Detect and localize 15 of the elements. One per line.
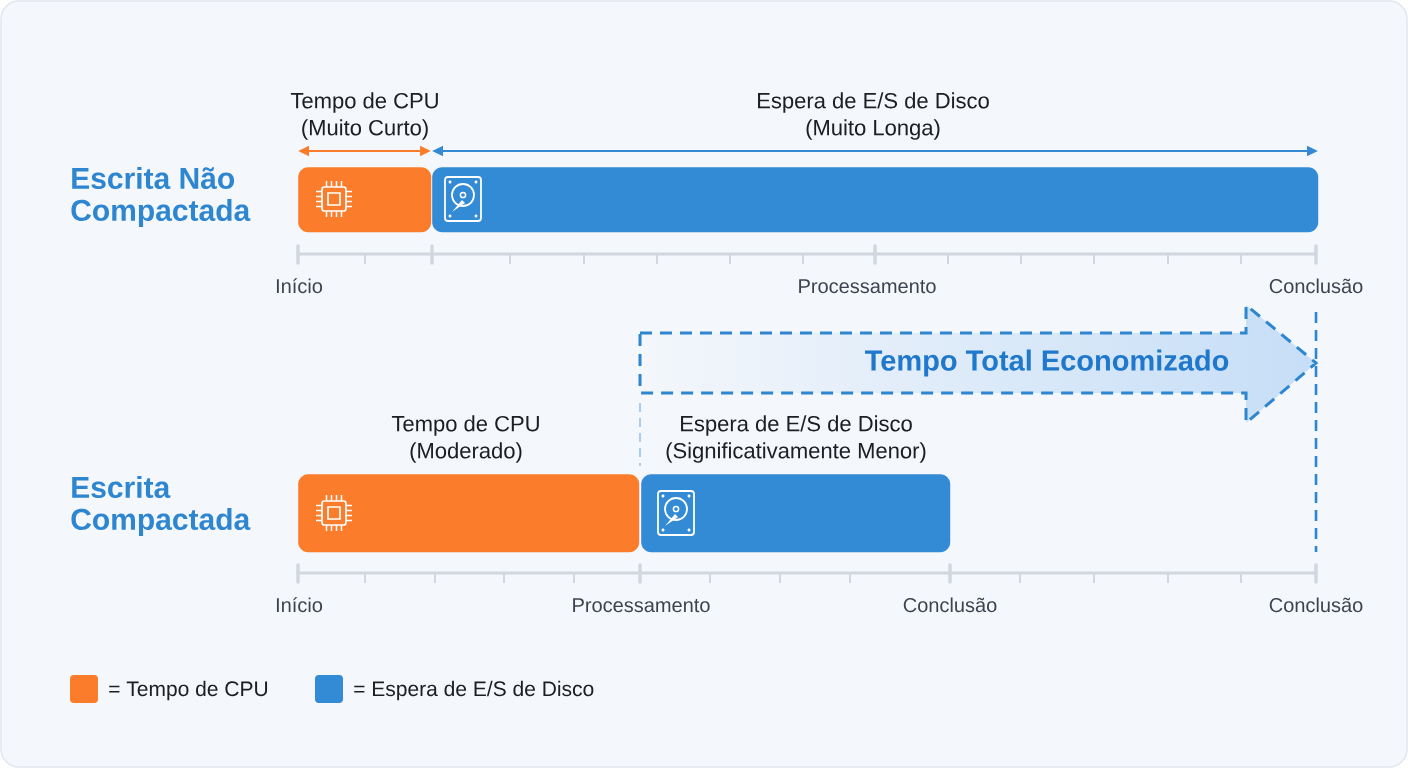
bar-heading: Tempo de CPU (Moderado): [391, 415, 539, 463]
bar-heading: Espera de E/S de Disco (Muito Longa): [758, 92, 989, 140]
row-label: Escrita Compactada: [71, 476, 251, 536]
axis-label: Início: [276, 597, 323, 613]
legend-label: = Tempo de CPU: [109, 680, 268, 701]
axis-label: Início: [276, 278, 323, 294]
bar-heading: Tempo de CPU (Muito Curto): [290, 92, 438, 140]
axis-label: Processamento: [573, 598, 710, 613]
row-label: Escrita Não Compactada: [71, 167, 251, 227]
bar-heading: Espera de E/S de Disco (Significativamente Menor): [666, 415, 926, 463]
axis-label: Conclusão: [1269, 278, 1363, 294]
axis-label: Conclusão: [1269, 597, 1363, 613]
legend-label: = Espera de E/S de Disco: [354, 680, 594, 701]
axis-label: Processamento: [799, 279, 936, 294]
axis-label: Conclusão: [903, 597, 997, 613]
